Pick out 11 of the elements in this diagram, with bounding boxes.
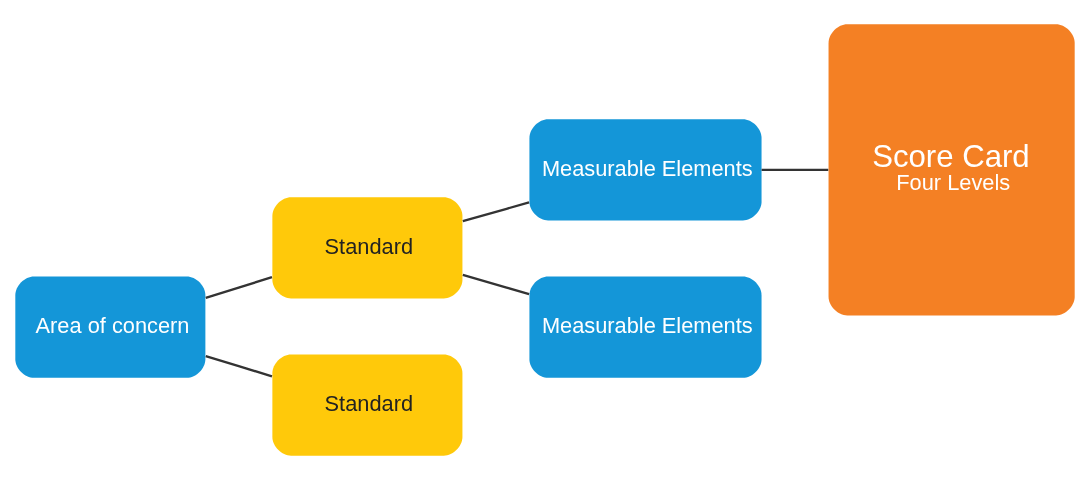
- node-box: Standard: [272, 196, 463, 298]
- connector: [205, 275, 273, 299]
- connector: [205, 354, 273, 377]
- node-box: Score Card Four Levels: [828, 23, 1075, 316]
- node-box: Measurable Elements: [529, 118, 762, 221]
- node-box: Standard: [272, 354, 463, 456]
- node-box: Area of concern: [15, 276, 206, 378]
- node-box: Measurable Elements: [529, 276, 762, 378]
- connector: [462, 273, 530, 295]
- connector: [761, 168, 829, 171]
- connector: [462, 200, 530, 222]
